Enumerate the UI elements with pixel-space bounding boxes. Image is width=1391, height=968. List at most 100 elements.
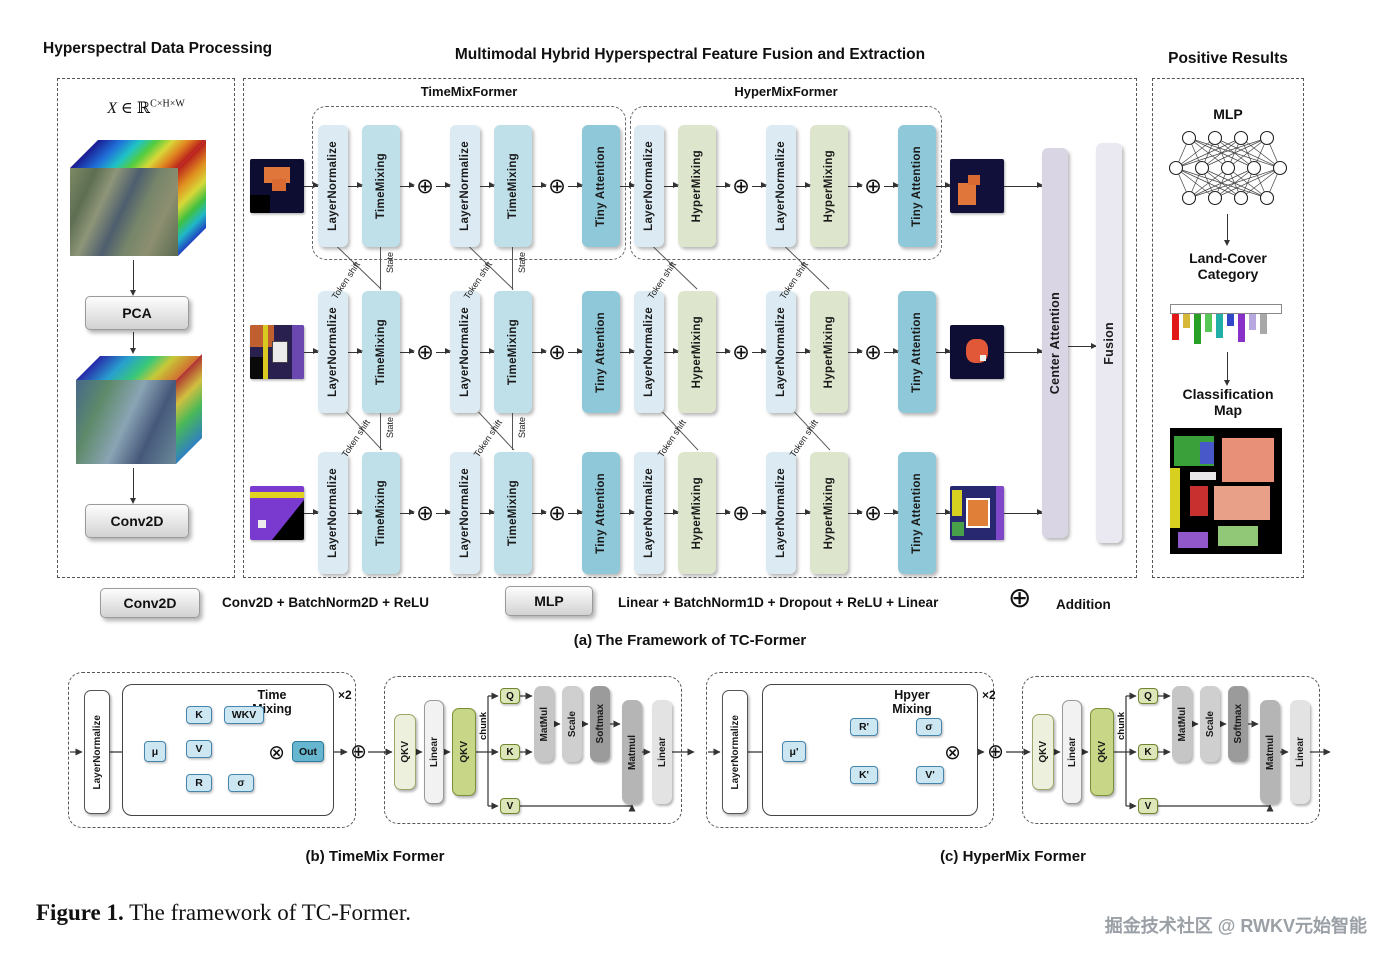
flow-arrow (796, 509, 811, 516)
tiny-attention-block: Tiny Attention (898, 125, 936, 247)
legend-conv2d-desc: Conv2D + BatchNorm2D + ReLU (222, 595, 430, 610)
classification-label: Classification Map (1152, 386, 1304, 418)
flow-arrow (1004, 348, 1043, 355)
flow-arrow (848, 182, 863, 189)
block-label: TimeMixing (507, 318, 519, 386)
flow-arrow (568, 509, 583, 516)
flow-arrow (1068, 342, 1097, 349)
chunk-label: chunk (478, 712, 489, 740)
hyper-mixing-title: Hpyer Mixing (892, 688, 932, 717)
addition-icon: ⊕ (416, 174, 434, 198)
addition-icon: ⊕ (548, 174, 566, 198)
state-label: State (517, 252, 527, 274)
block-label: LayerNormalize (643, 468, 655, 558)
mu-box: μ (144, 741, 166, 762)
flow-arrow (752, 509, 767, 516)
block-label: LayerNormalize (327, 468, 339, 558)
classification-label-text: Classification Map (1182, 386, 1274, 418)
state-line (512, 247, 514, 290)
state-label: State (385, 252, 395, 274)
block-label: HyperMixing (823, 149, 835, 223)
block-label: MatMul (538, 706, 550, 742)
time-mixing-title: Time Mixing (252, 688, 292, 717)
input-patch-1 (250, 159, 304, 213)
block-label: HyperMixing (691, 476, 703, 550)
flow-arrow (752, 348, 767, 355)
v-box: V (186, 740, 212, 758)
layernormalize-block: LayerNormalize (634, 452, 664, 574)
timemixing-block: TimeMixing (362, 291, 400, 413)
q-box: Q (500, 688, 520, 704)
flow-arrow (796, 348, 811, 355)
hypermixing-block: HyperMixing (678, 125, 716, 247)
flow-arrow (304, 348, 319, 355)
hypermixing-block: HyperMixing (810, 452, 848, 574)
flow-arrow (664, 348, 679, 355)
matmul-block: MatMul (534, 686, 554, 762)
landcover-bar (1172, 314, 1179, 340)
hypermixing-block: HyperMixing (810, 125, 848, 247)
caption-b: (b) TimeMix Former (305, 848, 445, 865)
block-label: TimeMixing (375, 152, 387, 220)
mu-prime-box: μ' (782, 741, 806, 762)
layernormalize-block: LayerNormalize (766, 291, 796, 413)
addition-icon: ⊕ (864, 340, 882, 364)
flow-arrow (348, 509, 363, 516)
flow-arrow (848, 509, 863, 516)
layernormalize-block: LayerNormalize (634, 291, 664, 413)
landcover-bar (1194, 314, 1201, 344)
mlp-network (1168, 126, 1288, 210)
tiny-attention-block: Tiny Attention (582, 291, 620, 413)
output-patch-1 (950, 159, 1004, 213)
flow-arrow (400, 182, 415, 189)
flow-arrow (936, 182, 951, 189)
out-box: Out (292, 741, 324, 762)
addition-icon: ⊕ (732, 340, 750, 364)
flow-arrow (620, 182, 635, 189)
r-box: R (186, 774, 212, 792)
qkv-block: QKV (394, 714, 416, 790)
state-line (512, 413, 514, 450)
flow-arrow (532, 509, 547, 516)
processing-row-1: LayerNormalize TimeMixing ⊕ LayerNormali… (250, 123, 1043, 249)
flow-arrow (304, 509, 319, 516)
input-patch-3 (250, 486, 304, 540)
linear-block: Linear (424, 700, 444, 804)
addition-icon: ⊕ (864, 501, 882, 525)
k-box: K (1138, 744, 1158, 760)
block-label: LayerNormalize (327, 307, 339, 397)
landcover-bar (1227, 314, 1234, 326)
flow-arrow (480, 509, 495, 516)
flow-arrow (436, 348, 451, 355)
qkv-chunk-block: QKV (452, 708, 476, 796)
flow-arrow (620, 509, 635, 516)
block-label: Linear (1066, 736, 1078, 767)
flow-arrow (480, 348, 495, 355)
flow-arrow (129, 468, 136, 504)
flow-arrow (796, 182, 811, 189)
flow-arrow (348, 182, 363, 189)
block-label: Tiny Attention (595, 145, 607, 227)
layernormalize-block: LayerNormalize (318, 125, 348, 247)
layernormalize-block: LayerNormalize (722, 690, 748, 814)
middle-panel-title: Multimodal Hybrid Hyperspectral Feature … (454, 46, 926, 63)
state-label: State (517, 417, 527, 439)
processing-row-3: LayerNormalize TimeMixing ⊕ LayerNormali… (250, 450, 1043, 576)
linear-block: Linear (1062, 700, 1082, 804)
flow-arrow (400, 348, 415, 355)
flow-arrow (936, 509, 951, 516)
landcover-strip (1170, 304, 1282, 314)
block-label: LayerNormalize (327, 141, 339, 231)
block-label: Softmax (1232, 704, 1244, 744)
flow-arrow (936, 348, 951, 355)
block-label: LayerNormalize (643, 307, 655, 397)
layernormalize-block: LayerNormalize (318, 452, 348, 574)
flow-arrow (884, 182, 899, 189)
figure-caption: Figure 1. The framework of TC-Former. (36, 900, 411, 926)
flow-arrow (752, 182, 767, 189)
hyperspectral-cube (70, 138, 208, 256)
flow-arrow (664, 509, 679, 516)
sigma-box: σ (228, 774, 254, 792)
block-label: TimeMixing (507, 479, 519, 547)
state-line (380, 413, 382, 450)
